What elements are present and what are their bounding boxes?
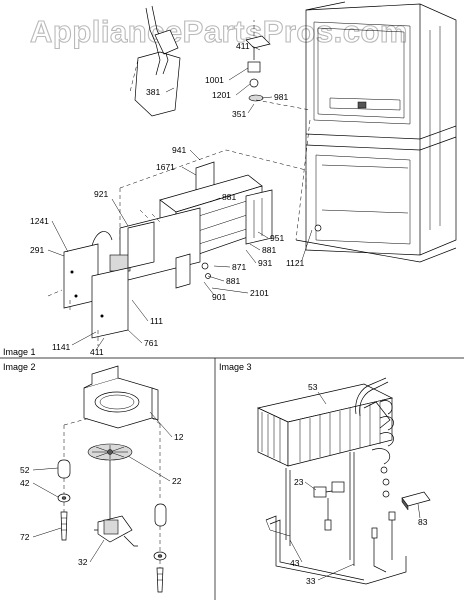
callout-111: 111 xyxy=(150,316,163,326)
callout-83: 83 xyxy=(418,517,428,527)
leader-52 xyxy=(32,467,59,471)
callout-1121: 1121 xyxy=(286,258,305,268)
callout-1001: 1001 xyxy=(205,75,224,85)
section-label-image1: Image 1 xyxy=(3,347,36,357)
left-grommet-stack xyxy=(57,425,71,541)
air-tube-assembly xyxy=(129,5,181,117)
leader-32 xyxy=(89,539,105,563)
image1-leader-lines xyxy=(47,45,313,351)
retaining-clip xyxy=(401,491,431,511)
image1-exploded-view: 411 381 1001 1201 981 351 941 1671 921 8… xyxy=(30,1,457,357)
callout-881-right: 881 xyxy=(262,245,276,255)
callout-901: 901 xyxy=(212,292,226,302)
callout-33: 33 xyxy=(306,576,316,586)
callout-351: 351 xyxy=(232,109,246,119)
callout-22: 22 xyxy=(172,476,182,486)
damper-stack xyxy=(245,20,311,111)
heater-lead xyxy=(371,511,396,573)
right-grommet-stack xyxy=(153,424,167,593)
callout-941: 941 xyxy=(172,145,186,155)
callout-881-lower: 881 xyxy=(226,276,240,286)
callout-981: 981 xyxy=(274,92,288,102)
fan-motor xyxy=(94,515,138,547)
callout-1141: 1141 xyxy=(52,342,71,352)
fan-blade xyxy=(87,443,133,461)
callout-411-bottom: 411 xyxy=(90,347,104,357)
callout-1241: 1241 xyxy=(30,216,49,226)
callout-1201: 1201 xyxy=(212,90,231,100)
leader-43 xyxy=(289,539,303,563)
leader-42 xyxy=(32,482,59,498)
image1-callouts: 411 381 1001 1201 981 351 941 1671 921 8… xyxy=(30,41,305,357)
callout-871: 871 xyxy=(232,262,246,272)
callout-381: 381 xyxy=(146,87,160,97)
section-label-image3: Image 3 xyxy=(219,362,252,372)
suction-line xyxy=(355,377,391,429)
left-panel-assembly xyxy=(47,243,129,346)
leader-22 xyxy=(127,455,171,482)
leader-53 xyxy=(317,391,327,405)
callout-921: 921 xyxy=(94,189,108,199)
watermark-text: AppliancePartsPros.com xyxy=(30,14,408,49)
callout-951: 951 xyxy=(270,233,284,243)
callout-53: 53 xyxy=(308,382,318,392)
leader-12 xyxy=(149,411,173,438)
coil-assembly xyxy=(256,383,394,498)
image3-condenser-assembly: 53 23 83 43 33 xyxy=(256,377,431,586)
callout-881-upper: 881 xyxy=(222,192,236,202)
image2-fan-assembly: 12 52 22 42 72 32 xyxy=(20,365,184,593)
callout-72: 72 xyxy=(20,532,30,542)
callout-32: 32 xyxy=(78,557,88,567)
fan-shroud-bracket xyxy=(83,365,159,429)
leader-72 xyxy=(32,527,62,538)
callout-43: 43 xyxy=(290,558,300,568)
leader-33 xyxy=(317,563,355,581)
callout-761: 761 xyxy=(144,338,158,348)
leader-83 xyxy=(417,503,421,519)
callout-52: 52 xyxy=(20,465,30,475)
callout-23: 23 xyxy=(294,477,304,487)
callout-1671: 1671 xyxy=(156,162,175,172)
callout-931: 931 xyxy=(258,258,272,268)
callout-42: 42 xyxy=(20,478,30,488)
refrigerator-cabinet xyxy=(295,1,457,263)
mount-guide-lines xyxy=(63,417,161,426)
callout-12: 12 xyxy=(174,432,184,442)
callout-291: 291 xyxy=(30,245,44,255)
callout-411-top: 411 xyxy=(236,41,250,51)
defrost-sensor xyxy=(313,481,345,531)
leader-23 xyxy=(304,481,317,491)
evaporator-housing xyxy=(91,149,307,289)
section-label-image2: Image 2 xyxy=(3,362,36,372)
mounting-frame xyxy=(265,452,407,585)
callout-2101: 2101 xyxy=(250,288,269,298)
